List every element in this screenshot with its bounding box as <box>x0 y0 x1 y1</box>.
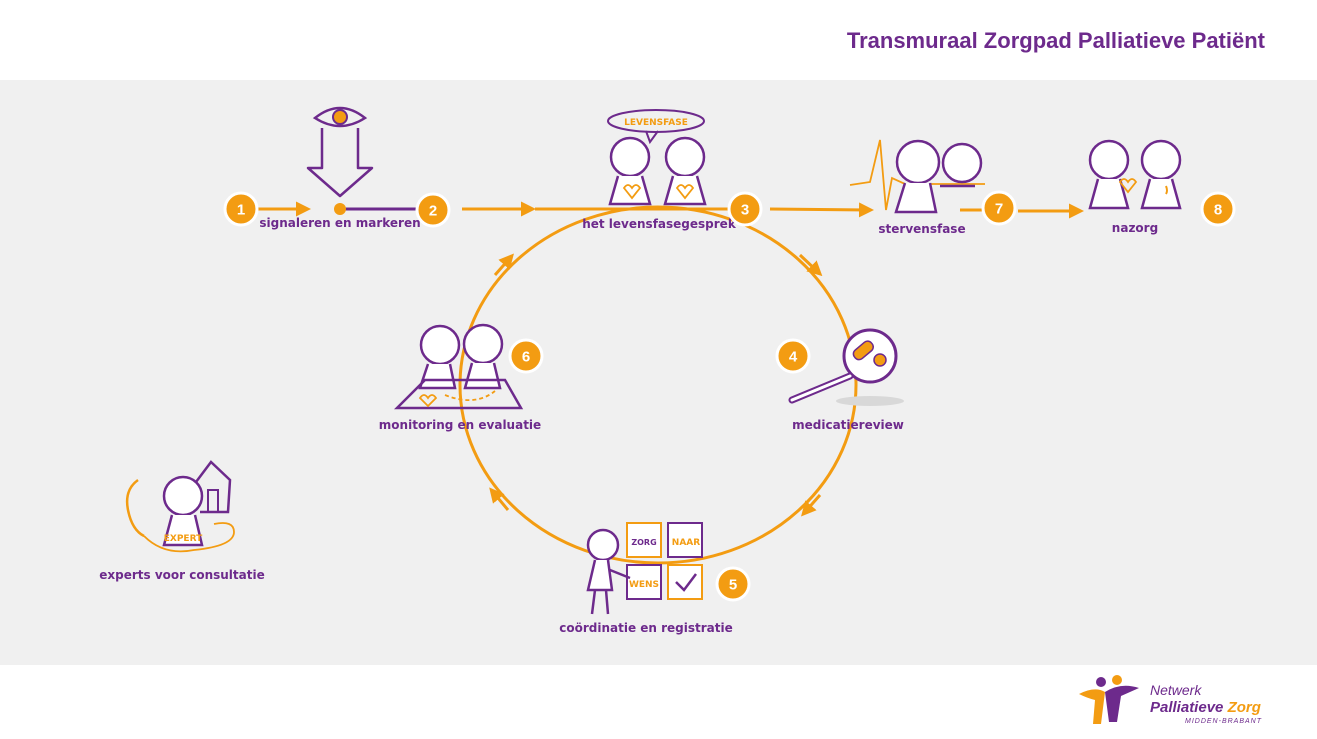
svg-text:5: 5 <box>729 577 737 594</box>
svg-text:2: 2 <box>429 203 437 220</box>
step-1-badge: 1 <box>223 191 259 227</box>
step-5-badge: 5 <box>715 566 751 602</box>
magnifier-pill-icon <box>788 328 904 406</box>
puzzle-zorg: ZORG <box>631 538 656 547</box>
conversation-icon <box>607 109 707 206</box>
puzzle-coordination-icon <box>586 522 703 615</box>
step-2-badge: 2 <box>415 192 451 228</box>
svg-text:7: 7 <box>995 201 1003 218</box>
step-8-label: nazorg <box>1112 221 1158 235</box>
cycle-arrow-bottom-left <box>489 487 510 511</box>
svg-text:1: 1 <box>237 202 245 219</box>
step-6-badge: 6 <box>508 338 544 374</box>
cycle-arrow-bottom-right <box>801 494 822 517</box>
puzzle-wens: WENS <box>629 580 659 590</box>
flow-arrow-3-7 <box>769 202 874 218</box>
step-3-badge: 3 <box>727 191 763 227</box>
svg-text:6: 6 <box>522 349 530 366</box>
svg-text:4: 4 <box>789 349 798 366</box>
step-8-badge: 8 <box>1200 191 1236 227</box>
page-title: Transmuraal Zorgpad Palliatieve Patiënt <box>846 28 1265 53</box>
cycle-arrow-top-right <box>798 253 823 277</box>
step-4-badge: 4 <box>775 338 811 374</box>
step-3-label: het levensfasegesprek <box>582 217 737 231</box>
logo-line-2: Palliatieve Zorg <box>1150 699 1261 716</box>
expert-tag: EXPERT <box>164 534 203 544</box>
dying-phase-icon <box>849 139 985 214</box>
logo-line-3: MIDDEN-BRABANT <box>1185 718 1263 725</box>
monitoring-icon <box>393 323 524 410</box>
logo-line-1: Netwerk <box>1150 682 1202 698</box>
speech-tag: LEVENSFASE <box>624 118 688 128</box>
step-4-label: medicatiereview <box>792 418 904 432</box>
experts-label: experts voor consultatie <box>99 568 265 582</box>
logo-figures-icon <box>1079 675 1139 724</box>
svg-text:3: 3 <box>741 202 749 219</box>
care-cycle-circle <box>458 205 858 565</box>
step-5-label: coördinatie en registratie <box>559 621 733 635</box>
svg-text:8: 8 <box>1214 202 1222 219</box>
step-7-badge: 7 <box>981 190 1017 226</box>
network-logo: Netwerk Palliatieve Zorg MIDDEN-BRABANT <box>1075 672 1275 732</box>
step-6-label: monitoring en evaluatie <box>379 418 541 432</box>
expert-consultation-icon <box>125 460 235 553</box>
cycle-arrow-top-left <box>493 253 514 276</box>
eye-arrow-icon <box>306 106 374 215</box>
step-2-label: signaleren en markeren <box>259 216 420 230</box>
puzzle-naar: NAAR <box>672 538 700 548</box>
step-7-label: stervensfase <box>878 222 965 236</box>
aftercare-icon <box>1088 139 1182 210</box>
